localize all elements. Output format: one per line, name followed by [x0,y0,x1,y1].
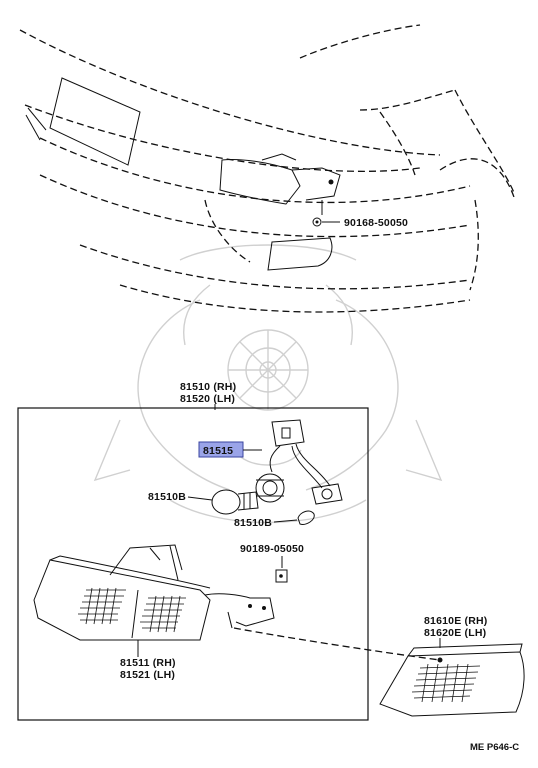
label-lens-rh: 81511 (RH) [120,657,176,669]
small-bulb [297,510,315,525]
label-assy-lh: 81520 (LH) [180,393,235,405]
label-assy-rh: 81510 (RH) [180,381,236,393]
reflector-leader [233,627,441,661]
label-lens-lh: 81521 (LH) [120,669,175,681]
label-bulb-small: 81510B [234,517,272,529]
diagram-reference-code: ME P646-C [470,742,519,753]
label-reflector-rh: 81610E (RH) [424,615,487,627]
screw [275,569,288,583]
assembly-box [17,407,369,721]
label-reflector-lh: 81620E (LH) [424,627,486,639]
large-bulb [211,489,259,515]
socket-wire-assembly [255,419,343,505]
vehicle-rear-body [19,24,516,313]
label-bolt-top: 90168-50050 [344,217,408,229]
label-socket-wire: 81515 [203,445,233,457]
label-bulb-large: 81510B [148,491,186,503]
label-screw: 90189-05050 [240,543,304,555]
side-reflector [379,643,525,717]
lamp-housing [33,544,275,641]
